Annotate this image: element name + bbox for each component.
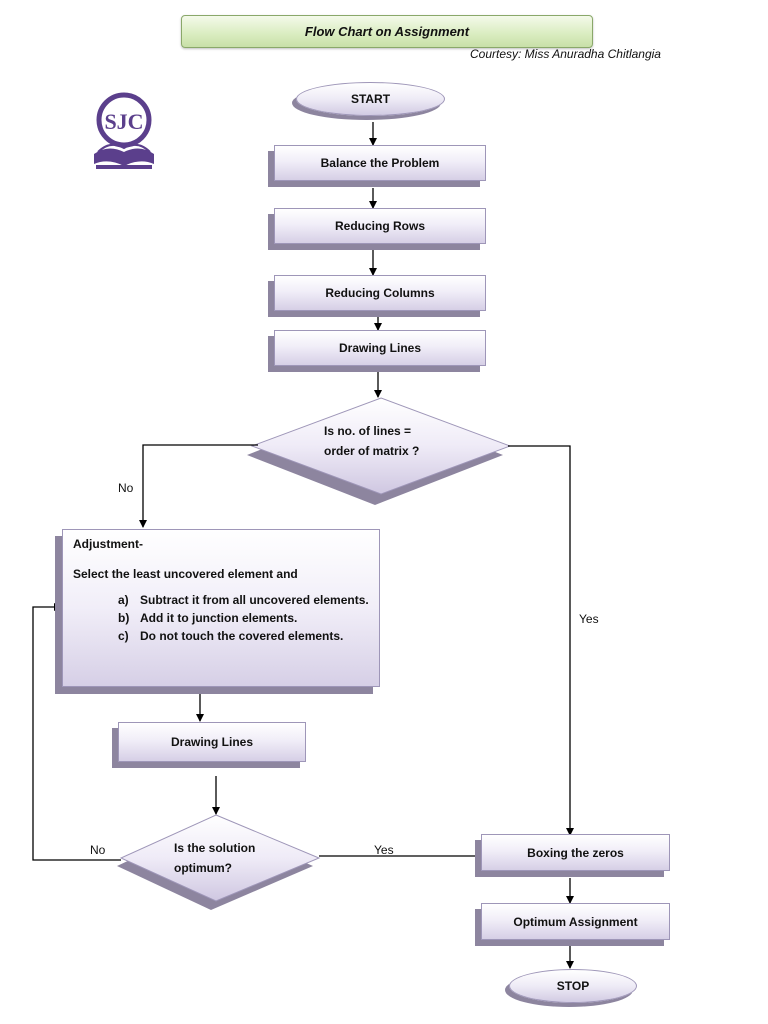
adjustment-intro: Select the least uncovered element and <box>73 567 298 581</box>
balance-problem-box: Balance the Problem <box>274 145 486 181</box>
decision-2-line-1: Is the solution <box>174 841 256 855</box>
decision-1-line-2: order of matrix ? <box>324 444 420 458</box>
drawing-lines-2-box: Drawing Lines <box>118 722 306 762</box>
stop-node: STOP <box>509 969 637 1003</box>
courtesy-credit: Courtesy: Miss Anuradha Chitlangia <box>470 47 661 61</box>
sjc-logo: SJC <box>94 92 154 169</box>
adjustment-box: Adjustment- Select the least uncovered e… <box>62 529 380 687</box>
decision-2-yes-label: Yes <box>374 843 394 857</box>
decision-2-no-label: No <box>90 843 106 857</box>
start-node: START <box>296 82 445 116</box>
adjustment-step: c)Do not touch the covered elements. <box>118 629 344 643</box>
reducing-rows-box: Reducing Rows <box>274 208 486 244</box>
decision-1-shape <box>250 397 512 495</box>
decision-1-line-1: Is no. of lines = <box>324 424 412 438</box>
chart-title: Flow Chart on Assignment <box>181 15 593 48</box>
decision-2-line-2: optimum? <box>174 861 232 875</box>
adjustment-step: b)Add it to junction elements. <box>118 611 298 625</box>
arrow-decision2-no <box>32 603 121 861</box>
adjustment-heading: Adjustment- <box>73 537 143 551</box>
logo-text: SJC <box>104 109 143 134</box>
decision-1-yes-label: Yes <box>579 612 599 626</box>
boxing-zeros-box: Boxing the zeros <box>481 834 670 871</box>
arrow-decision1-no <box>139 444 258 528</box>
drawing-lines-box: Drawing Lines <box>274 330 486 366</box>
decision-2-shape <box>119 814 321 902</box>
decision-1-no-label: No <box>118 481 134 495</box>
arrow-decision1-yes <box>508 445 574 836</box>
adjustment-steps: a)Subtract it from all uncovered element… <box>73 593 369 643</box>
optimum-assignment-box: Optimum Assignment <box>481 903 670 940</box>
reducing-columns-box: Reducing Columns <box>274 275 486 311</box>
adjustment-step: a)Subtract it from all uncovered element… <box>118 593 369 607</box>
